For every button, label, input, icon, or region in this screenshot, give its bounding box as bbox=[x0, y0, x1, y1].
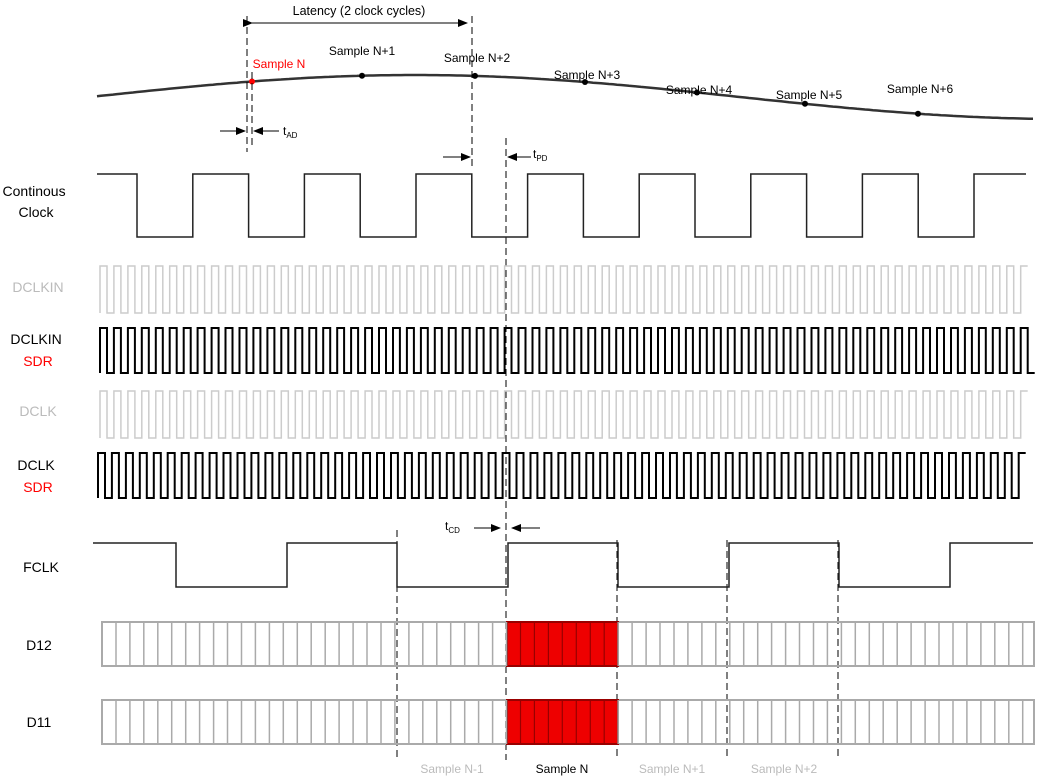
sample-point bbox=[694, 89, 700, 96]
dclk-sdr-wave bbox=[97, 452, 1026, 499]
sample-point bbox=[359, 72, 365, 79]
dclkin-label: DCLKIN bbox=[12, 279, 63, 295]
bottom-frame-labels: Sample N-1 Sample N Sample N+1 Sample N+… bbox=[420, 762, 817, 776]
fclk-wave bbox=[93, 542, 1033, 588]
dclk-label: DCLK bbox=[19, 403, 57, 419]
latency-label: Latency (2 clock cycles) bbox=[293, 4, 426, 18]
frame-label-n-plus-1: Sample N+1 bbox=[639, 762, 706, 776]
sample-label: Sample N+6 bbox=[887, 82, 954, 96]
sample-label: Sample N+2 bbox=[444, 51, 511, 65]
continuous-clock-label: Continous Clock bbox=[3, 183, 70, 220]
t-ad-annotation: tAD bbox=[220, 72, 298, 148]
dclk-wave bbox=[99, 390, 1028, 439]
sample-point bbox=[582, 79, 588, 85]
t-ad-label: tAD bbox=[283, 124, 298, 140]
sample-point bbox=[472, 72, 478, 79]
t-pd-label: tPD bbox=[533, 147, 548, 163]
dclkin-wave bbox=[99, 265, 1028, 314]
t-cd-annotation: tCD bbox=[445, 519, 540, 535]
sample-label: Sample N+1 bbox=[329, 44, 396, 58]
sample-point bbox=[249, 78, 255, 85]
t-cd-label: tCD bbox=[445, 519, 460, 535]
dclk-sdr-label: DCLK SDR bbox=[17, 457, 58, 495]
sample-label: Sample N+4 bbox=[666, 83, 733, 97]
d12-bus bbox=[101, 621, 1035, 667]
d11-label: D11 bbox=[27, 714, 52, 730]
d12-label: D12 bbox=[26, 637, 52, 653]
frame-label-n-plus-2: Sample N+2 bbox=[751, 762, 818, 776]
frame-label-n: Sample N bbox=[536, 762, 589, 776]
d11-bus bbox=[101, 699, 1035, 745]
dclkin-sdr-label: DCLKIN SDR bbox=[10, 331, 65, 369]
sample-point bbox=[802, 100, 808, 107]
continuous-clock-wave bbox=[97, 173, 1026, 238]
dclkin-sdr-wave bbox=[99, 327, 1035, 374]
frame-label-n-minus-1: Sample N-1 bbox=[420, 762, 484, 776]
latency-annotation: Latency (2 clock cycles) bbox=[243, 4, 473, 168]
sample-point bbox=[915, 110, 921, 117]
fclk-label: FCLK bbox=[23, 559, 59, 575]
t-pd-annotation: tPD bbox=[443, 147, 548, 163]
sample-label: Sample N+5 bbox=[776, 88, 843, 102]
sample-label: Sample N+3 bbox=[554, 68, 621, 82]
sample-label: Sample N bbox=[253, 57, 306, 71]
